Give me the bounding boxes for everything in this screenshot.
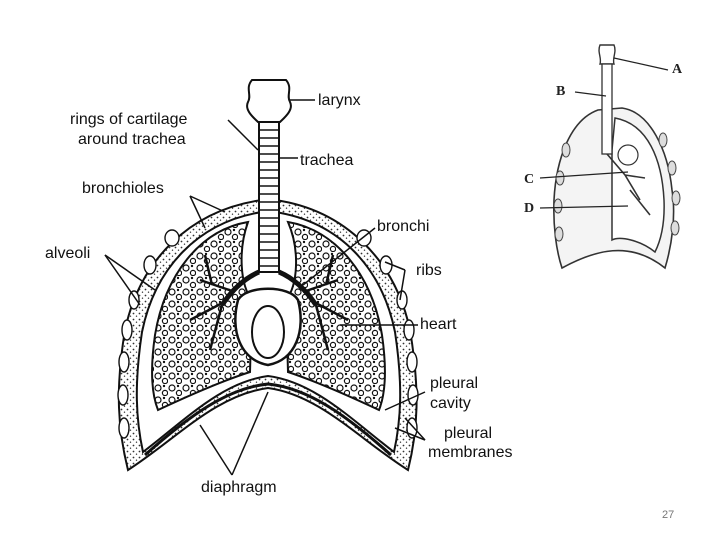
bronchioles-left (189, 254, 236, 351)
label-pleural-cavity-line1: pleural (430, 375, 479, 392)
label-pleural-membranes-line1: pleural (444, 425, 493, 442)
larynx-shape (246, 79, 292, 123)
quiz-label-a: A (672, 62, 683, 77)
label-rings-line2: around trachea (78, 131, 186, 148)
quiz-label-c: C (524, 172, 535, 187)
label-heart: heart (420, 316, 457, 333)
quiz-trachea (601, 63, 613, 155)
quiz-lung (611, 117, 665, 254)
leader-lines (104, 99, 426, 476)
label-pleural-cavity-line2: cavity (430, 395, 471, 412)
quiz-label-b: B (556, 84, 566, 99)
quiz-leader-lines (539, 57, 669, 209)
diaphragm-shape (144, 382, 392, 457)
quiz-ribs (553, 132, 681, 242)
label-rings-line1: rings of cartilage (70, 111, 188, 128)
airway (189, 79, 349, 351)
label-bronchioles: bronchioles (82, 180, 164, 197)
quiz-bronchi (606, 153, 651, 216)
quiz-alveoli (617, 144, 639, 166)
quiz-label-d: D (524, 201, 535, 216)
label-diaphragm: diaphragm (201, 479, 277, 496)
page-number: 27 (662, 509, 675, 521)
label-larynx: larynx (318, 92, 361, 109)
label-pleural-membranes-line2: membranes (428, 444, 513, 461)
thoracic-cavity (117, 199, 419, 472)
quiz-larynx (598, 44, 616, 65)
ribs-left (117, 229, 180, 439)
left-lung (151, 220, 254, 412)
label-trachea: trachea (300, 152, 354, 169)
heart (234, 287, 302, 367)
bronchioles-right (302, 254, 349, 351)
cartilage-rings (259, 129, 279, 267)
label-alveoli: alveoli (45, 245, 91, 262)
right-lung (284, 220, 386, 412)
label-ribs: ribs (416, 262, 442, 279)
label-bronchi: bronchi (377, 218, 430, 235)
quiz-diagram (539, 44, 681, 270)
